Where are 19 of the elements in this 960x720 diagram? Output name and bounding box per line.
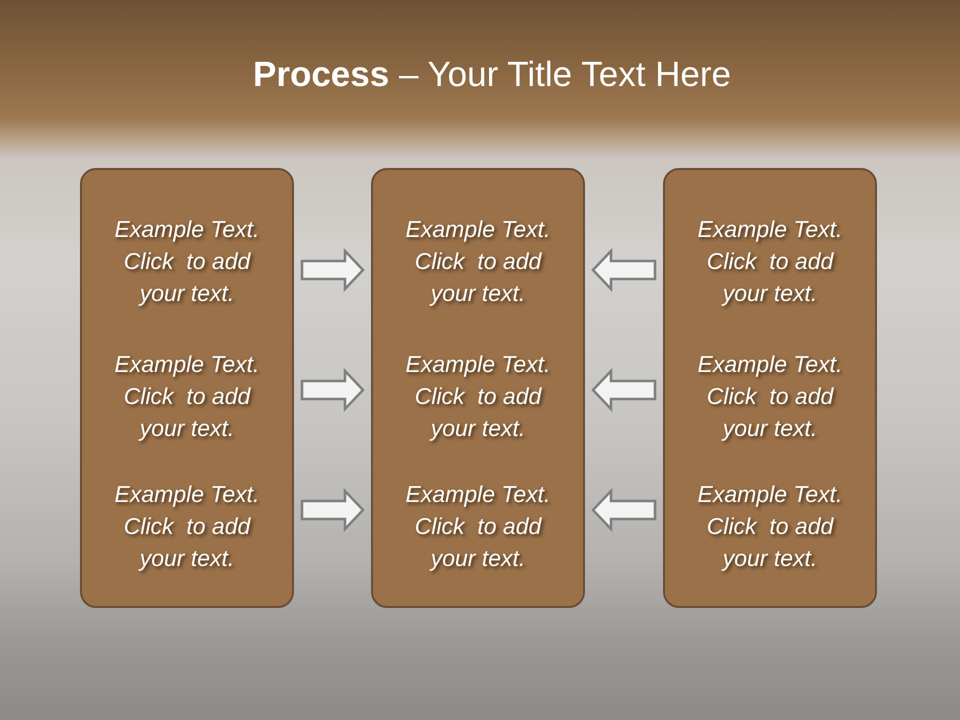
box-text: Example Text. Click to add your text. — [114, 215, 260, 308]
block-arrow — [591, 488, 656, 532]
block-arrow — [591, 248, 656, 292]
box-text: Example Text. Click to add your text. — [114, 350, 260, 443]
block-arrow — [300, 488, 365, 532]
slide-title: Process – Your Title Text Here — [253, 54, 731, 96]
process-box — [80, 168, 294, 608]
process-box — [371, 168, 585, 608]
box-text: Example Text. Click to add your text. — [404, 350, 552, 443]
block-arrow — [591, 368, 656, 412]
block-arrow — [300, 248, 365, 292]
box-text: Example Text. Click to add your text. — [696, 480, 844, 573]
block-arrow — [300, 368, 365, 412]
process-box — [663, 168, 877, 608]
box-text: Example Text. Click to add your text. — [404, 215, 552, 308]
box-text: Example Text. Click to add your text. — [114, 480, 260, 573]
box-text: Example Text. Click to add your text. — [404, 480, 552, 573]
box-text: Example Text. Click to add your text. — [696, 350, 844, 443]
box-text: Example Text. Click to add your text. — [696, 215, 844, 308]
